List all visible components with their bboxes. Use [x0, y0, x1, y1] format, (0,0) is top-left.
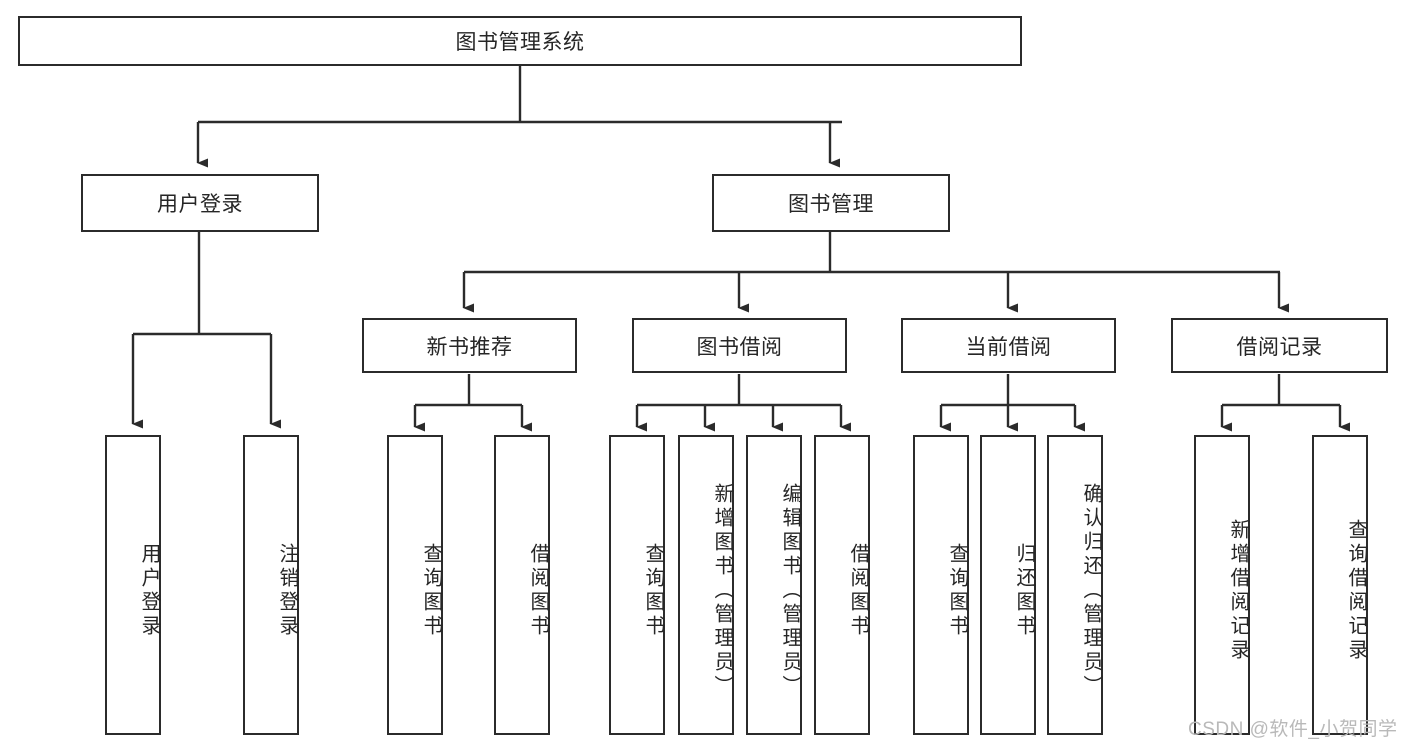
leaf-new-book-query[interactable]: 查询图书	[387, 435, 443, 735]
leaf-label: 查询图书	[420, 543, 442, 639]
leaf-current-borrow-return[interactable]: 归还图书	[980, 435, 1036, 735]
leaf-borrow-record-add[interactable]: 新增借阅记录	[1194, 435, 1250, 735]
leaf-current-borrow-confirm-return[interactable]: 确认归还（管理员）	[1047, 435, 1103, 735]
leaf-label: 借阅图书	[527, 543, 549, 639]
node-current-borrow-label: 当前借阅	[965, 335, 1052, 359]
node-new-book-recommend-label: 新书推荐	[426, 335, 513, 359]
leaf-user-login-login[interactable]: 用户登录	[105, 435, 161, 735]
leaf-borrow-record-query[interactable]: 查询借阅记录	[1312, 435, 1368, 735]
node-book-management[interactable]: 图书管理	[712, 174, 950, 232]
leaf-book-borrow-query[interactable]: 查询图书	[609, 435, 665, 735]
leaf-current-borrow-query[interactable]: 查询图书	[913, 435, 969, 735]
leaf-label: 查询借阅记录	[1345, 519, 1367, 663]
leaf-book-borrow-add[interactable]: 新增图书（管理员）	[678, 435, 734, 735]
leaf-label: 编辑图书（管理员）	[779, 483, 801, 699]
node-current-borrow[interactable]: 当前借阅	[901, 318, 1116, 373]
watermark: CSDN @软件_小贺同学	[1188, 719, 1398, 740]
leaf-label: 新增图书（管理员）	[711, 483, 733, 699]
leaf-label: 借阅图书	[847, 543, 869, 639]
leaf-label: 查询图书	[642, 543, 664, 639]
node-book-management-label: 图书管理	[788, 193, 874, 216]
leaf-label: 新增借阅记录	[1227, 519, 1249, 663]
node-user-login[interactable]: 用户登录	[81, 174, 319, 232]
leaf-label: 查询图书	[946, 543, 968, 639]
node-user-login-label: 用户登录	[157, 193, 243, 216]
node-book-borrow[interactable]: 图书借阅	[632, 318, 847, 373]
node-root-label: 图书管理系统	[455, 31, 585, 54]
leaf-label: 确认归还（管理员）	[1080, 483, 1102, 699]
leaf-book-borrow-borrow[interactable]: 借阅图书	[814, 435, 870, 735]
node-book-borrow-label: 图书借阅	[696, 335, 783, 359]
leaf-user-login-logout[interactable]: 注销登录	[243, 435, 299, 735]
node-root[interactable]: 图书管理系统	[18, 16, 1022, 66]
node-new-book-recommend[interactable]: 新书推荐	[362, 318, 577, 373]
leaf-label: 归还图书	[1013, 543, 1035, 639]
leaf-book-borrow-edit[interactable]: 编辑图书（管理员）	[746, 435, 802, 735]
node-borrow-records[interactable]: 借阅记录	[1171, 318, 1388, 373]
node-borrow-records-label: 借阅记录	[1236, 335, 1323, 359]
leaf-label: 用户登录	[138, 543, 160, 639]
leaf-new-book-borrow[interactable]: 借阅图书	[494, 435, 550, 735]
leaf-label: 注销登录	[276, 543, 298, 639]
